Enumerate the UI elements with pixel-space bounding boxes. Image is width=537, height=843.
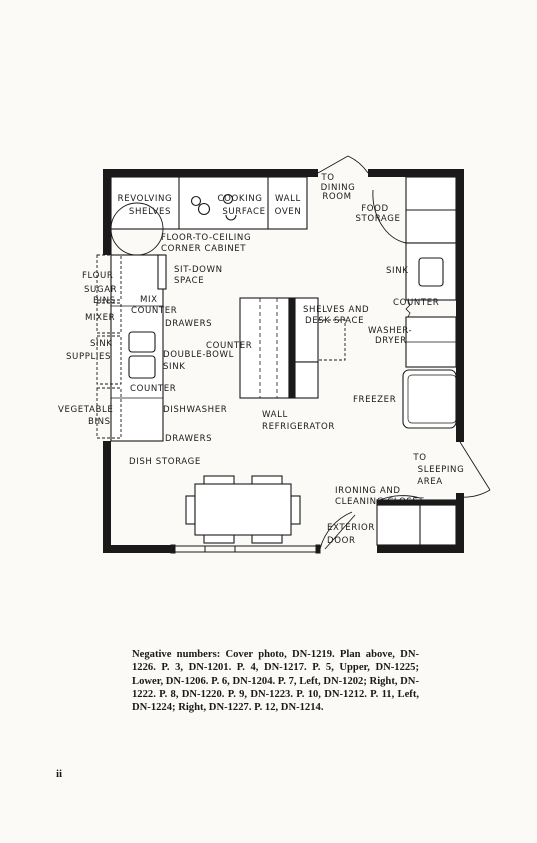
label-to-dining-room: TO bbox=[320, 173, 334, 183]
label-to-dining-room: ROOM bbox=[322, 192, 351, 202]
label-to-sleeping-area: AREA bbox=[417, 477, 443, 487]
label-cooking-surface: SURFACE bbox=[222, 207, 265, 217]
dining-room-door bbox=[317, 155, 369, 174]
wall-left-upper bbox=[103, 169, 111, 255]
label-sink-right: SINK bbox=[386, 266, 408, 276]
exterior-walls bbox=[103, 169, 464, 553]
wall-right-lower bbox=[456, 493, 464, 553]
wall-refrigerator bbox=[288, 297, 296, 399]
label-cooking-surface: COOKING bbox=[218, 194, 263, 204]
chair bbox=[185, 495, 196, 525]
wall-bottom-left bbox=[103, 545, 171, 553]
right-fixtures bbox=[402, 176, 457, 429]
label-double-bowl-sink: DOUBLE-BOWL bbox=[163, 350, 234, 360]
plan-labels: REVOLVING SHELVES COOKING SURFACE WALL O… bbox=[58, 173, 464, 546]
label-sit-down-space: SIT-DOWN bbox=[174, 265, 223, 275]
label-bins: BINS bbox=[93, 296, 116, 306]
label-vegetable-bins: BINS bbox=[88, 417, 111, 427]
food-storage-door bbox=[372, 189, 407, 244]
freezer bbox=[402, 369, 457, 429]
shelves-desk-outline bbox=[318, 319, 346, 361]
page-number: ii bbox=[56, 768, 63, 780]
label-revolving-shelves: SHELVES bbox=[129, 207, 171, 217]
closet-door-swing bbox=[379, 495, 421, 501]
left-counter-run bbox=[110, 254, 167, 442]
label-flour: FLOUR bbox=[82, 271, 113, 281]
wall-bottom-right bbox=[377, 545, 464, 553]
label-vegetable-bins: VEGETABLE bbox=[58, 405, 113, 415]
label-wall-refrigerator: WALL bbox=[262, 410, 288, 420]
label-dish-storage: DISH STORAGE bbox=[129, 457, 201, 467]
burner-icon bbox=[197, 202, 211, 216]
label-exterior-door: EXTERIOR bbox=[327, 523, 375, 533]
wall-right bbox=[456, 169, 464, 442]
label-sink-supplies: SINK bbox=[90, 339, 112, 349]
label-shelves-desk: DESK SPACE bbox=[305, 316, 364, 326]
washer-connector bbox=[405, 299, 411, 318]
label-mix-counter: COUNTER bbox=[131, 306, 177, 316]
label-sit-down-space: SPACE bbox=[174, 276, 204, 286]
label-double-bowl-sink: SINK bbox=[163, 362, 185, 372]
label-wall-oven: OVEN bbox=[275, 207, 302, 217]
label-mix-counter: MIX bbox=[140, 295, 158, 305]
label-to-dining-room: DINING bbox=[321, 183, 356, 193]
label-to-sleeping-area: SLEEPING bbox=[418, 465, 465, 475]
label-freezer: FREEZER bbox=[353, 395, 396, 405]
label-shelves-desk: SHELVES AND bbox=[303, 305, 369, 315]
exterior-door bbox=[319, 511, 356, 550]
label-wall-refrigerator: REFRIGERATOR bbox=[262, 422, 335, 432]
label-counter-center: COUNTER bbox=[206, 341, 252, 351]
negative-numbers-caption: Negative numbers: Cover photo, DN-1219. … bbox=[132, 649, 419, 714]
label-food-storage: STORAGE bbox=[355, 214, 400, 224]
wall-left-lower bbox=[103, 441, 111, 553]
label-washer-dryer: WASHER- bbox=[368, 326, 412, 336]
label-exterior-door: DOOR bbox=[327, 536, 356, 546]
top-counter-run bbox=[110, 176, 308, 256]
left-wall-bins bbox=[96, 254, 122, 439]
ironing-closet bbox=[376, 499, 457, 546]
label-corner-cabinet: CORNER CABINET bbox=[161, 244, 246, 254]
burner-icon bbox=[225, 214, 237, 221]
label-sink-supplies: SUPPLIES bbox=[66, 352, 111, 362]
wall-top-left bbox=[103, 169, 318, 177]
label-food-storage: FOOD bbox=[361, 204, 389, 214]
label-drawers-top: DRAWERS bbox=[165, 319, 212, 329]
right-sink-bowl bbox=[418, 257, 444, 287]
burner-icon bbox=[222, 193, 234, 205]
sleeping-area-door bbox=[459, 441, 491, 498]
dining-table bbox=[185, 475, 301, 544]
label-wall-oven: WALL bbox=[275, 194, 301, 204]
label-sugar: SUGAR bbox=[84, 285, 117, 295]
label-drawers-bottom: DRAWERS bbox=[165, 434, 212, 444]
label-ironing-closet: IRONING AND bbox=[335, 486, 401, 496]
sink-bowl bbox=[128, 355, 156, 379]
label-corner-cabinet: FLOOR-TO-CEILING bbox=[161, 233, 251, 243]
label-counter-left: COUNTER bbox=[130, 384, 176, 394]
bottom-window bbox=[170, 544, 321, 554]
burner-icon bbox=[190, 195, 202, 207]
table-top bbox=[194, 483, 292, 536]
label-washer-dryer: DRYER bbox=[375, 336, 407, 346]
wall-top-right bbox=[368, 169, 464, 177]
sink-bowl bbox=[128, 331, 156, 353]
label-ironing-closet: CLEANING CLOSET bbox=[335, 497, 424, 507]
label-dishwasher: DISHWASHER bbox=[163, 405, 227, 415]
chair bbox=[290, 495, 301, 525]
label-counter-right: COUNTER bbox=[393, 298, 439, 308]
label-mixer: MIXER bbox=[85, 313, 115, 323]
label-revolving-shelves: REVOLVING bbox=[118, 194, 173, 204]
center-counter bbox=[239, 297, 319, 399]
label-to-sleeping-area: TO bbox=[412, 453, 426, 463]
